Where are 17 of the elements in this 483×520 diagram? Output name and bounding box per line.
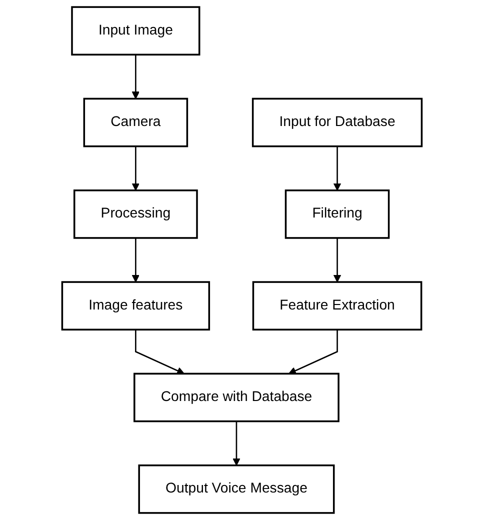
arrow: [134, 330, 184, 374]
arrow: [131, 146, 140, 191]
arrow: [131, 238, 140, 282]
node-box: Processing: [73, 190, 198, 239]
arrow: [332, 146, 341, 191]
node-box: Input Image: [70, 6, 200, 56]
node-box: Input for Database: [251, 98, 422, 148]
arrow: [131, 54, 140, 100]
node-box: Compare with Database: [133, 372, 339, 422]
arrow: [332, 238, 341, 282]
node-box: Camera: [82, 98, 188, 148]
node-box: Feature Extraction: [252, 281, 422, 330]
arrow: [288, 330, 338, 374]
node-box: Image features: [60, 281, 210, 330]
arrow: [232, 421, 240, 466]
node-box: Filtering: [284, 190, 390, 239]
node-box: Output Voice Message: [138, 464, 334, 514]
